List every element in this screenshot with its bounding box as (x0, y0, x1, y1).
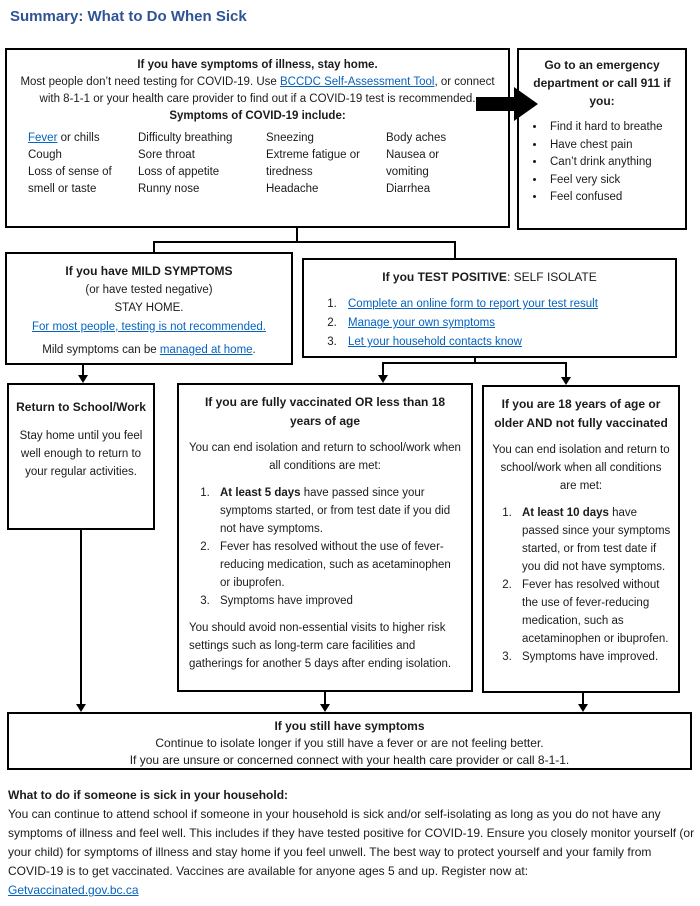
still-symptoms-box: If you still have symptoms Continue to i… (7, 712, 692, 770)
managed-at-home-link[interactable]: managed at home (159, 344, 253, 356)
vaccinated-condition: Fever has resolved without the use of fe… (213, 538, 461, 592)
fever-link[interactable]: Fever (28, 132, 58, 144)
unvaccinated-conditions: At least 10 days have passed since your … (491, 504, 671, 666)
emergency-bullet: Feel confused (546, 189, 680, 207)
mild-box-managed-line: Mild symptoms can be managed at home. (42, 344, 256, 356)
mild-symptoms-box: If you have MILD SYMPTOMS (or have teste… (5, 252, 293, 365)
unvaccinated-condition: Fever has resolved without the use of fe… (515, 576, 671, 648)
vaccinated-condition: Symptoms have improved (213, 592, 461, 610)
emergency-bullet: Find it hard to breathe (546, 119, 680, 137)
test-positive-heading: If you TEST POSITIVE: SELF ISOLATE (382, 270, 597, 284)
emergency-box: Go to an emergency department or call 91… (517, 48, 687, 230)
unvaccinated-box: If you are 18 years of age or older AND … (482, 385, 680, 693)
symptom-item: Nausea or vomiting (386, 149, 440, 178)
vaccinated-condition: At least 5 days have passed since your s… (213, 484, 461, 538)
test-positive-step: Let your household contacts know (340, 333, 675, 352)
emergency-bullet: Have chest pain (546, 137, 680, 155)
symptoms-list-heading: Symptoms of COVID-19 include: (169, 110, 346, 122)
vaccinated-box-heading: If you are fully vaccinated OR less than… (204, 395, 446, 428)
testing-not-recommended-link[interactable]: For most people, testing is not recommen… (32, 320, 266, 333)
unvaccinated-condition: At least 10 days have passed since your … (515, 504, 671, 576)
symptoms-box: If you have symptoms of illness, stay ho… (5, 48, 510, 228)
test-positive-step: Manage your own symptoms (340, 314, 675, 333)
symptom-item: Loss of sense of smell or taste (28, 166, 112, 195)
bccdc-self-assessment-link[interactable]: BCCDC Self-Assessment Tool (279, 76, 435, 88)
symptom-item: Runny nose (138, 183, 200, 195)
symptom-item: Extreme fatigue or tiredness (266, 149, 360, 178)
symptoms-grid: Fever or chills Cough Loss of sense of s… (15, 130, 500, 198)
symptoms-box-heading: If you have symptoms of illness, stay ho… (137, 59, 378, 71)
mild-box-heading: If you have MILD SYMPTOMS (65, 264, 233, 278)
right-arrow-icon (476, 87, 538, 121)
vaccinated-box-footer: You should avoid non-essential visits to… (189, 622, 452, 670)
report-test-result-link[interactable]: Complete an online form to report your t… (348, 298, 598, 310)
getvaccinated-link[interactable]: Getvaccinated.gov.bc.ca (8, 883, 139, 897)
unvaccinated-condition: Symptoms have improved. (515, 648, 671, 666)
symptoms-column-3: Sneezing Extreme fatigue or tiredness He… (266, 130, 386, 198)
symptom-item: Fever or chills (28, 132, 100, 144)
symptom-item: Headache (266, 183, 319, 195)
symptom-item: Body aches (386, 132, 447, 144)
still-symptoms-line: Continue to isolate longer if you still … (155, 736, 544, 750)
emergency-bullet: Can’t drink anything (546, 154, 680, 172)
symptoms-column-4: Body aches Nausea or vomiting Diarrhea (386, 130, 476, 198)
household-section: What to do if someone is sick in your ho… (8, 786, 696, 900)
vaccinated-box: If you are fully vaccinated OR less than… (177, 383, 473, 692)
return-box-body: Stay home until you feel well enough to … (19, 430, 143, 478)
test-positive-step: Complete an online form to report your t… (340, 295, 675, 314)
symptom-item: Cough (28, 149, 62, 161)
household-link-line: Getvaccinated.gov.bc.ca (8, 881, 696, 900)
mild-box-link-line: For most people, testing is not recommen… (7, 318, 291, 337)
unvaccinated-box-heading: If you are 18 years of age or older AND … (494, 397, 668, 430)
household-body: You can continue to attend school if som… (8, 807, 695, 878)
return-box-heading: Return to School/Work (16, 400, 146, 414)
symptom-item: Difficulty breathing (138, 132, 233, 144)
test-positive-steps: Complete an online form to report your t… (304, 295, 675, 352)
symptom-item: Loss of appetite (138, 166, 220, 178)
test-positive-box: If you TEST POSITIVE: SELF ISOLATE Compl… (302, 258, 677, 358)
emergency-box-heading: Go to an emergency department or call 91… (533, 58, 671, 108)
household-heading: What to do if someone is sick in your ho… (8, 788, 289, 802)
vaccinated-box-intro: You can end isolation and return to scho… (189, 442, 461, 472)
symptom-item: Sore throat (138, 149, 195, 161)
symptoms-column-2: Difficulty breathing Sore throat Loss of… (138, 130, 266, 198)
symptom-item: Diarrhea (386, 183, 431, 195)
return-box: Return to School/Work Stay home until yo… (7, 383, 155, 530)
unvaccinated-box-intro: You can end isolation and return to scho… (492, 444, 670, 492)
mild-box-line: STAY HOME. (114, 302, 184, 314)
symptoms-column-1: Fever or chills Cough Loss of sense of s… (28, 130, 138, 198)
page-title: Summary: What to Do When Sick (10, 8, 247, 25)
household-contacts-link[interactable]: Let your household contacts know (348, 336, 522, 348)
mild-box-line: (or have tested negative) (85, 283, 213, 296)
manage-symptoms-link[interactable]: Manage your own symptoms (348, 317, 496, 329)
still-symptoms-heading: If you still have symptoms (274, 719, 425, 733)
symptoms-box-intro: Most people don’t need testing for COVID… (20, 76, 495, 105)
emergency-bullet-list: Find it hard to breathe Have chest pain … (524, 119, 680, 207)
still-symptoms-line: If you are unsure or concerned connect w… (129, 753, 570, 767)
vaccinated-conditions: At least 5 days have passed since your s… (189, 484, 461, 610)
symptom-item: Sneezing (266, 132, 314, 144)
emergency-bullet: Feel very sick (546, 172, 680, 190)
